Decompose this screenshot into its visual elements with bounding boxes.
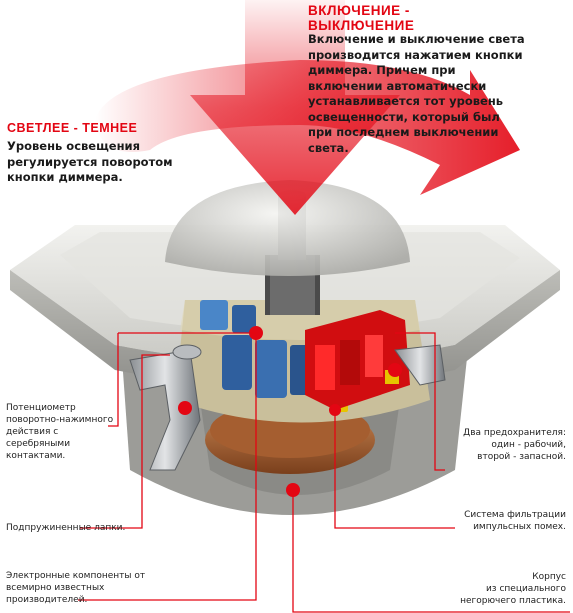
label-filter: Система фильтрации импульсных помех. — [433, 509, 566, 533]
label-line: импульсных помех. — [473, 522, 566, 532]
marker-potentiometer — [178, 401, 192, 415]
press-desc-line: устанавливается тот уровень — [308, 94, 504, 108]
label-line: поворотно-нажимного — [6, 415, 114, 425]
label-line: Два предохранителя: — [463, 428, 566, 438]
label-line: контактами. — [6, 451, 66, 461]
label-line: производителей. — [6, 595, 88, 605]
label-electronics: Электронные компоненты от всемирно извес… — [6, 570, 166, 606]
label-spring-tabs: Подпружиненные лапки. — [6, 522, 156, 534]
label-line: один - рабочий, — [491, 440, 566, 450]
press-desc-line: света. — [308, 140, 349, 155]
press-description: Включение и выключение света производитс… — [308, 32, 568, 156]
press-desc-line: диммера. Причем при — [308, 63, 456, 77]
label-line: Электронные компоненты от — [6, 571, 146, 581]
press-heading: ВКЛЮЧЕНИЕ - ВЫКЛЮЧЕНИЕ — [308, 3, 414, 33]
marker-fuses — [388, 363, 402, 377]
press-desc-line: при последнем выключении — [308, 125, 499, 139]
label-line: из специального — [485, 584, 566, 594]
label-line: второй - запасной. — [477, 452, 566, 462]
label-line: Подпружиненные лапки. — [6, 523, 126, 533]
rotation-arrow-icon — [95, 60, 520, 195]
rotate-description: Уровень освещения регулируется поворотом… — [7, 139, 207, 186]
rotate-desc-line: Уровень освещения — [7, 139, 140, 153]
press-arrow-icon — [190, 0, 400, 215]
rotate-desc-line: регулируется поворотом — [7, 154, 173, 169]
press-desc-line: включении автоматически — [308, 78, 487, 93]
label-housing: Корпус из специального негорючего пласти… — [433, 571, 566, 607]
label-line: всемирно известных — [6, 583, 105, 593]
label-potentiometer: Потенциометр поворотно-нажимного действи… — [6, 402, 121, 462]
leader-lines — [78, 332, 570, 613]
dimmer-knob — [165, 180, 410, 276]
label-line: Потенциометр — [6, 403, 76, 413]
label-line: Корпус — [532, 572, 566, 582]
label-line: серебряными — [6, 439, 71, 449]
label-line: действия с — [6, 427, 59, 437]
spring-tabs — [129, 344, 446, 471]
press-heading-line-1: ВКЛЮЧЕНИЕ - — [308, 3, 410, 18]
fuse-block — [305, 310, 410, 410]
label-fuses: Два предохранителя: один - рабочий, втор… — [423, 427, 566, 463]
label-line: Система фильтрации — [464, 510, 566, 520]
press-desc-line: Включение и выключение света — [308, 32, 525, 46]
press-desc-line: освещенности, который был — [308, 109, 500, 124]
press-heading-line-2: ВЫКЛЮЧЕНИЕ — [308, 18, 415, 33]
label-line: негорючего пластика. — [460, 596, 566, 606]
press-desc-line: производится нажатием кнопки — [308, 47, 523, 62]
rotate-heading: СВЕТЛЕЕ - ТЕМНЕЕ — [7, 121, 138, 135]
rotate-desc-line: кнопки диммера. — [7, 170, 123, 184]
